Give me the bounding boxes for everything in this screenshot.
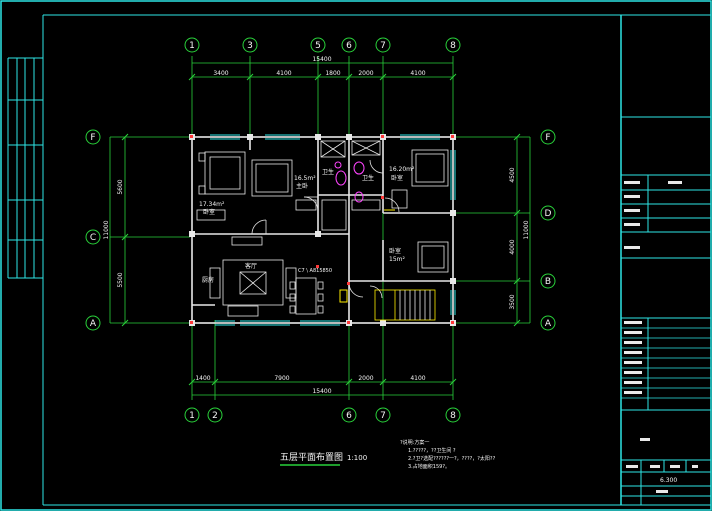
title-block-row-text bbox=[624, 371, 642, 374]
notes-line-3: 3.占地面积159?。 bbox=[408, 463, 450, 470]
room-bedroom-a-name: 卧室 bbox=[203, 208, 215, 216]
title-block-row-text bbox=[624, 351, 642, 354]
axis-top-1: 1 bbox=[189, 41, 195, 51]
title-block-row-text bbox=[624, 321, 642, 324]
room-bath-1: 卫生 bbox=[322, 168, 334, 176]
room-bath-2: 卫生 bbox=[362, 174, 374, 182]
dimension-ticks bbox=[121, 73, 521, 386]
dim-left-2: 5500 bbox=[117, 272, 124, 287]
fixtures-yellow bbox=[339, 209, 395, 303]
axis-bottom-2: 2 bbox=[212, 411, 218, 421]
room-bedroom-a-area: 17.34m² bbox=[199, 201, 225, 208]
room-bedroom-c-name: 卧室 bbox=[389, 247, 401, 255]
axis-right-A: A bbox=[545, 319, 552, 329]
room-dining-detail: C7 \ A815850 bbox=[298, 268, 332, 274]
bathroom-fixtures-magenta bbox=[334, 161, 365, 203]
axis-bottom-6: 6 bbox=[346, 411, 352, 421]
title-block-rows bbox=[621, 321, 711, 399]
grid-bubbles bbox=[85, 37, 556, 423]
room-bedroom-c-area: 15m² bbox=[389, 256, 405, 263]
room-master-area: 16.5m² bbox=[294, 175, 316, 182]
dim-top-5: 4100 bbox=[410, 70, 425, 77]
dim-right-2: 4000 bbox=[509, 239, 516, 254]
axis-bottom-7: 7 bbox=[380, 411, 386, 421]
title-block-elevation: 6.300 bbox=[660, 477, 677, 484]
dim-left-1: 5600 bbox=[117, 179, 124, 194]
furniture bbox=[196, 140, 449, 321]
dim-top-4: 2000 bbox=[358, 70, 373, 77]
walls bbox=[191, 136, 454, 324]
title-block-row-text bbox=[624, 361, 642, 364]
dim-bottom-1: 1400 bbox=[195, 375, 210, 382]
notes-heading: ?说明:方案一 bbox=[400, 439, 429, 446]
dim-top-2: 4100 bbox=[276, 70, 291, 77]
axis-top-5: 5 bbox=[315, 41, 321, 51]
axis-bottom-1: 1 bbox=[189, 411, 195, 421]
doors bbox=[251, 159, 400, 299]
title-block-row-text bbox=[624, 341, 642, 344]
room-bedroom-b-area: 16.20m² bbox=[389, 166, 415, 173]
axis-right-F: F bbox=[545, 133, 550, 143]
room-living: 客厅 bbox=[245, 262, 257, 270]
dim-bottom-3: 2000 bbox=[358, 375, 373, 382]
notes-line-1: 1.?????，??卫生间 ? bbox=[408, 447, 456, 454]
dim-right-total: 11000 bbox=[523, 220, 530, 239]
axis-top-6: 6 bbox=[346, 41, 352, 51]
red-accents bbox=[316, 196, 384, 285]
dim-bottom-2: 7900 bbox=[274, 375, 289, 382]
axis-bottom-8: 8 bbox=[450, 411, 456, 421]
axis-right-D: D bbox=[545, 209, 552, 219]
room-labels: 17.34m² 卧室 16.5m² 主卧 卫生 卫生 16.20m² 卧室 卧室… bbox=[199, 166, 415, 284]
room-side: 厨房 bbox=[202, 276, 214, 284]
notes-line-2: 2.?卫?选配??????一?，????，?太阳?? bbox=[408, 455, 496, 462]
title-block-row-text bbox=[624, 391, 642, 394]
axis-left-A: A bbox=[90, 319, 97, 329]
grid-lines bbox=[109, 56, 531, 400]
dim-top-1: 3400 bbox=[213, 70, 228, 77]
room-master-name: 主卧 bbox=[296, 182, 308, 190]
title-block-row-text bbox=[624, 381, 642, 384]
notes: ?说明:方案一 1.?????，??卫生间 ? 2.?卫?选配??????一?，… bbox=[400, 439, 496, 470]
dim-left-total: 11000 bbox=[103, 220, 110, 239]
dim-bottom-total: 15400 bbox=[312, 388, 331, 395]
axis-top-7: 7 bbox=[380, 41, 386, 51]
dimension-labels: 15400 3400 4100 1800 2000 4100 1400 7900… bbox=[103, 56, 530, 395]
axis-top-3: 3 bbox=[247, 41, 253, 51]
dim-right-3: 3500 bbox=[509, 294, 516, 309]
dim-top-3: 1800 bbox=[325, 70, 340, 77]
title-block bbox=[621, 116, 711, 505]
dim-bottom-4: 4100 bbox=[410, 375, 425, 382]
grid-bubble-labels: 1 3 5 6 7 8 1 2 6 7 8 F C A F D B A bbox=[90, 41, 552, 421]
axis-top-8: 8 bbox=[450, 41, 456, 51]
axis-left-F: F bbox=[90, 133, 95, 143]
windows bbox=[210, 134, 456, 326]
room-bedroom-b-name: 卧室 bbox=[391, 174, 403, 182]
title-block-fills bbox=[624, 181, 698, 493]
axis-left-C: C bbox=[90, 233, 96, 243]
drawing-title: 五层平面布置图 1:100 bbox=[280, 451, 367, 466]
drawing-title-main: 五层平面布置图 bbox=[280, 451, 343, 463]
drawing-title-scale: 1:100 bbox=[347, 454, 367, 462]
axis-right-B: B bbox=[545, 277, 551, 287]
wall-grid-markers bbox=[190, 135, 454, 324]
title-block-row-text bbox=[624, 331, 642, 334]
dim-right-1: 4500 bbox=[509, 167, 516, 182]
dim-top-total: 15400 bbox=[312, 56, 331, 63]
